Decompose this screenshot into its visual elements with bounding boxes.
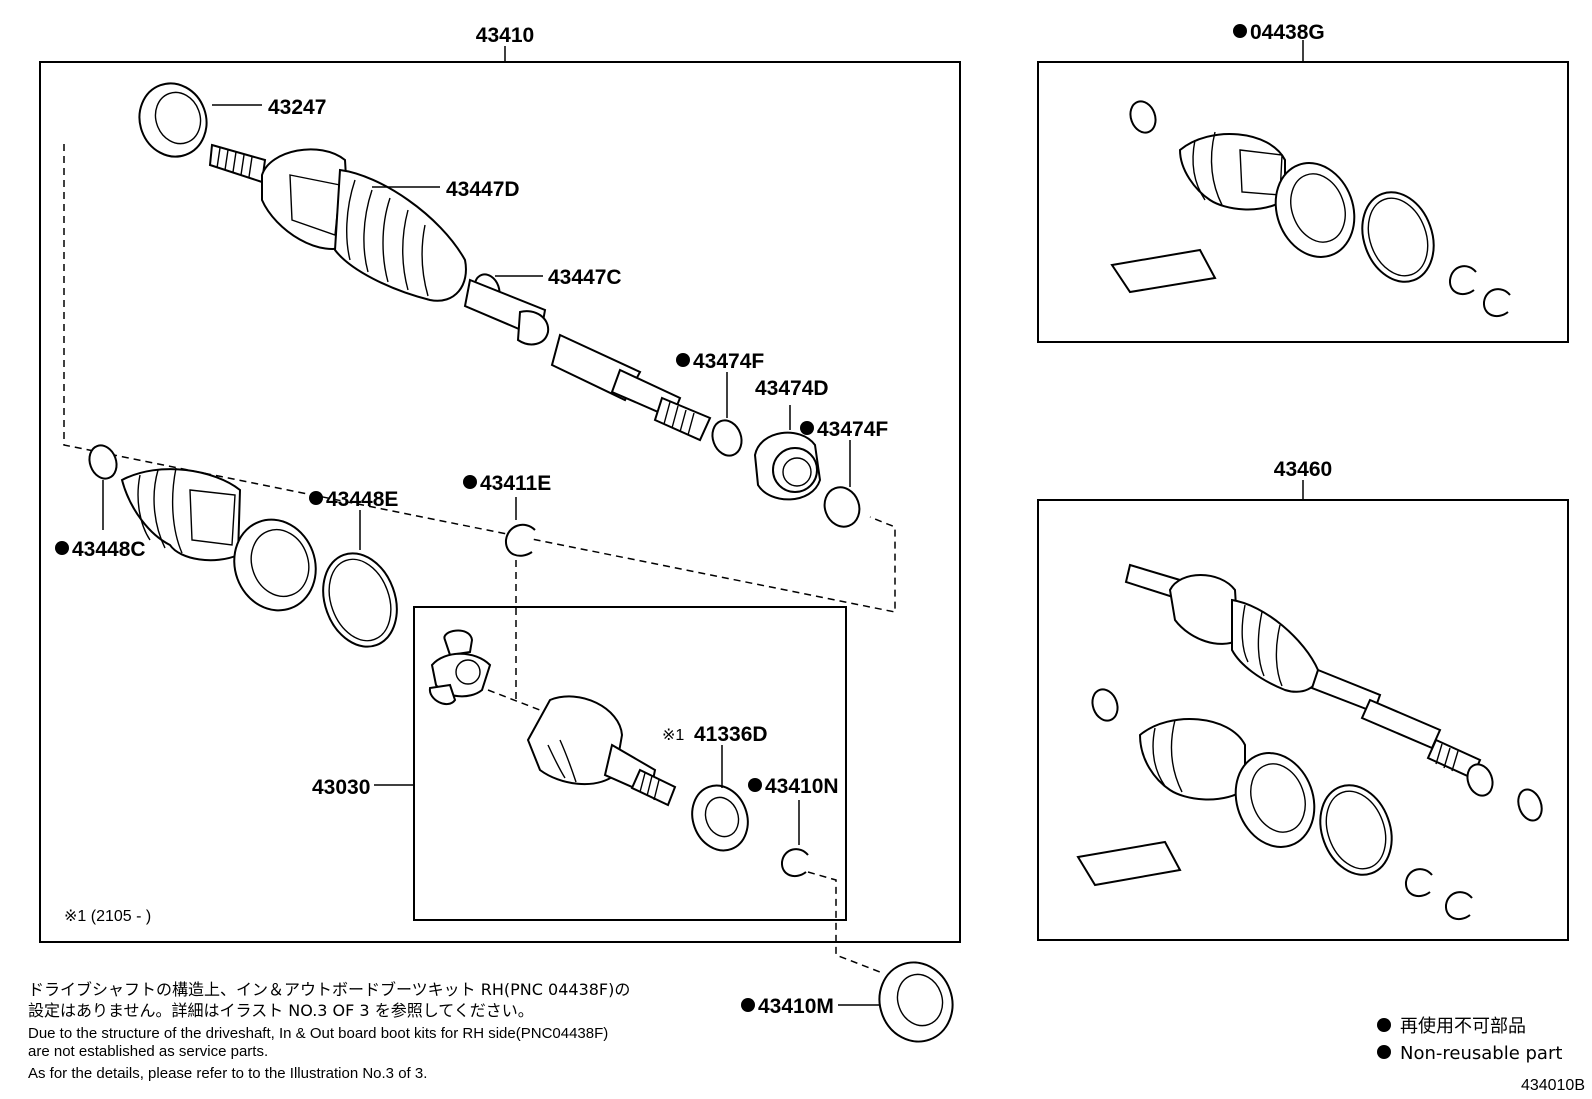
dust-seal-part[interactable] <box>129 74 216 166</box>
label-seal[interactable]: 41336D <box>694 723 768 746</box>
circlip-part[interactable] <box>504 523 536 557</box>
snap-ring-2-part[interactable] <box>819 482 865 531</box>
bearing-part[interactable] <box>868 952 963 1052</box>
drawing-id: 434010B <box>1521 1077 1585 1094</box>
label-snap-ring-3[interactable]: 43410N <box>765 775 839 798</box>
shaft-dashed-outline <box>63 144 896 613</box>
inboard-housing-part[interactable] <box>526 695 677 807</box>
label-clamp-inboard-2[interactable]: 43448E <box>326 488 398 511</box>
note-jp-line1: ドライブシャフトの構造上、イン＆アウトボードブーツキット RH(PNC 0443… <box>28 980 630 999</box>
label-bearing[interactable]: 43410M <box>758 995 834 1018</box>
label-damper[interactable]: 43474D <box>755 377 829 400</box>
snap-ring-3-part[interactable] <box>780 848 809 878</box>
label-clamp-inboard[interactable]: 43448C <box>72 538 146 561</box>
legend-dot-en <box>1377 1045 1391 1059</box>
outboard-boot-part[interactable] <box>333 168 467 302</box>
snap-ring-1-part[interactable] <box>708 416 747 459</box>
seal-part[interactable] <box>683 778 756 858</box>
note-en-line2: are not established as service parts. <box>28 1043 268 1060</box>
clamp-inboard-part[interactable] <box>85 442 121 483</box>
legend-jp: 再使用不可部品 <box>1400 1016 1526 1037</box>
outboard-joint-part[interactable] <box>208 143 352 250</box>
tripod-part[interactable] <box>428 629 492 706</box>
label-snap-ring-2[interactable]: 43474F <box>817 418 888 441</box>
label-inboard-joint[interactable]: 43030 <box>312 776 370 799</box>
label-boot-clamp-small[interactable]: 43447C <box>548 266 622 289</box>
label-boot-kit[interactable]: 04438G <box>1250 21 1325 44</box>
boot-ring-part[interactable] <box>222 508 329 622</box>
note-jp-line2: 設定はありません。詳細はイラスト NO.3 OF 3 を参照してください。 <box>28 1001 534 1020</box>
main-assembly-frame <box>39 61 961 943</box>
label-snap-ring-1[interactable]: 43474F <box>693 350 764 373</box>
note-en-line3: As for the details, please refer to to t… <box>28 1065 427 1082</box>
label-boot-clamp-large[interactable]: 43447D <box>446 178 520 201</box>
footnote-mark: ※1 (2105 - ) <box>64 908 151 925</box>
inboard-joint-frame <box>413 606 847 921</box>
drive-shaft-part[interactable] <box>463 278 712 442</box>
note-en-line1: Due to the structure of the driveshaft, … <box>28 1025 608 1042</box>
label-main-assembly[interactable]: 43410 <box>476 24 534 47</box>
boot-kit-contents[interactable] <box>1110 98 1511 318</box>
label-dust-seal[interactable]: 43247 <box>268 96 326 119</box>
legend-en: Non-reusable part <box>1400 1043 1562 1064</box>
inboard-boot-part[interactable] <box>120 467 242 562</box>
legend-dot-jp <box>1377 1018 1391 1032</box>
damper-part[interactable] <box>753 431 822 501</box>
label-seal-prefix: ※1 <box>662 727 684 744</box>
rh-shaft-contents[interactable] <box>1076 563 1546 921</box>
label-rh-shaft[interactable]: 43460 <box>1274 458 1332 481</box>
label-circlip[interactable]: 43411E <box>480 472 551 495</box>
clamp-inboard-2-part[interactable] <box>311 543 410 657</box>
